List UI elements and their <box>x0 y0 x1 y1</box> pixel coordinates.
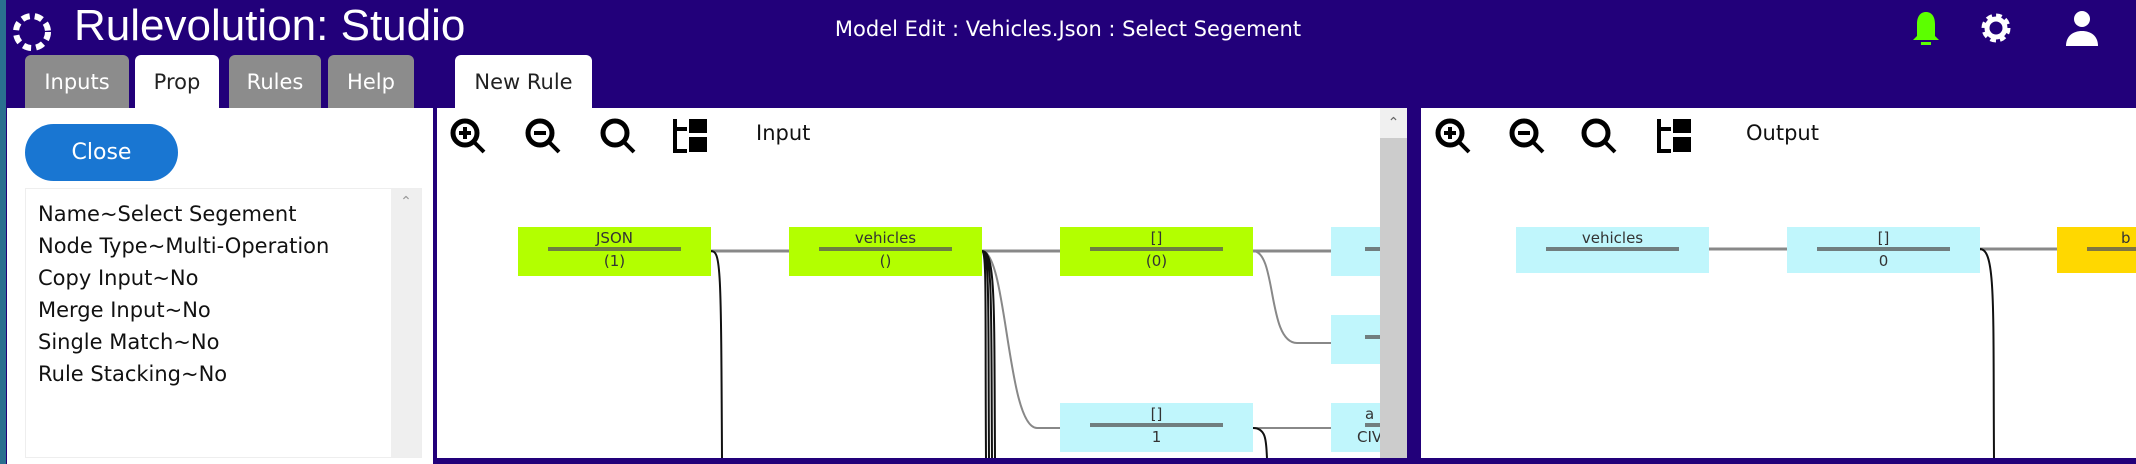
gear-icon[interactable] <box>1976 8 2016 48</box>
close-button[interactable]: Close <box>25 124 178 181</box>
properties-list: Name~Select Segement Node Type~Multi-Ope… <box>25 188 422 458</box>
output-edges <box>1709 247 2057 458</box>
property-rule-stacking: Rule Stacking~No <box>38 362 228 386</box>
zoom-in-icon[interactable] <box>1434 117 1474 155</box>
input-canvas-label: Input <box>756 121 811 145</box>
scroll-up-icon[interactable]: ⌃ <box>400 194 412 210</box>
tab-help[interactable]: Help <box>328 55 414 108</box>
node-value: CIV <box>1357 428 1380 446</box>
property-copy-input: Copy Input~No <box>38 266 199 290</box>
properties-scrollbar[interactable]: ⌃ <box>391 189 421 457</box>
node-title: a <box>1365 405 1375 423</box>
property-single-match: Single Match~No <box>38 330 220 354</box>
tab-prop[interactable]: Prop <box>135 55 219 108</box>
zoom-out-icon[interactable] <box>524 117 564 155</box>
zoom-in-icon[interactable] <box>449 117 489 155</box>
node-json[interactable]: JSON (1) <box>518 227 711 276</box>
node-title: [] <box>1150 229 1163 247</box>
node-title: vehicles <box>854 229 917 247</box>
tab-new-rule[interactable]: New Rule <box>455 55 592 108</box>
node-array-0[interactable]: [] (0) <box>1060 227 1253 276</box>
property-name: Name~Select Segement <box>38 202 297 226</box>
node-title: [] <box>1877 229 1890 247</box>
node-partial[interactable] <box>1331 315 1380 364</box>
input-canvas-scrollbar[interactable]: ⌃ <box>1380 108 1407 458</box>
app-title: Rulevolution: Studio <box>74 1 466 50</box>
property-node-type: Node Type~Multi-Operation <box>38 234 330 258</box>
node-value: (0) <box>1145 252 1168 270</box>
node-value: (1) <box>603 252 626 270</box>
node-b[interactable]: b <box>2057 227 2136 273</box>
node-title: [] <box>1150 405 1163 423</box>
zoom-reset-icon[interactable] <box>1580 117 1620 155</box>
output-canvas-label: Output <box>1746 121 1819 145</box>
zoom-reset-icon[interactable] <box>599 117 639 155</box>
node-array-0[interactable]: [] 0 <box>1787 227 1980 273</box>
zoom-out-icon[interactable] <box>1508 117 1548 155</box>
tab-inputs[interactable]: Inputs <box>25 55 129 108</box>
node-vehicles[interactable]: vehicles <box>1516 227 1709 273</box>
tab-rules[interactable]: Rules <box>229 55 321 108</box>
node-value: 0 <box>1878 252 1889 270</box>
tree-layout-icon[interactable] <box>671 117 711 155</box>
node-value: () <box>879 252 892 270</box>
output-canvas[interactable]: Output vehicles [] 0 b <box>1421 108 2136 458</box>
tree-layout-icon[interactable] <box>1655 117 1695 155</box>
node-partial[interactable] <box>1331 227 1380 276</box>
user-icon[interactable] <box>2062 8 2102 48</box>
window-edge <box>0 0 6 464</box>
bell-icon[interactable] <box>1906 8 1946 48</box>
node-title: b <box>2121 229 2131 247</box>
node-value: 1 <box>1151 428 1162 446</box>
input-edges <box>710 249 1331 458</box>
node-title: JSON <box>596 229 633 247</box>
property-merge-input: Merge Input~No <box>38 298 211 322</box>
logo-gear-icon <box>13 13 51 51</box>
node-array-1[interactable]: [] 1 <box>1060 403 1253 452</box>
node-title: vehicles <box>1581 229 1644 247</box>
node-vehicles[interactable]: vehicles () <box>789 227 982 276</box>
scroll-up-icon[interactable]: ⌃ <box>1380 108 1407 138</box>
